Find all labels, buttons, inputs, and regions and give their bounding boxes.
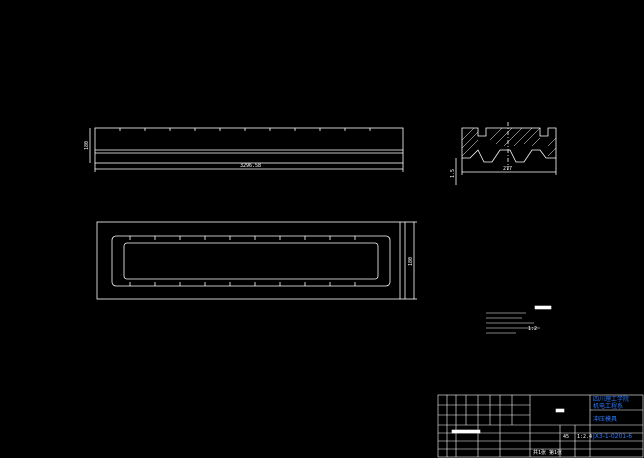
elevation-length-label: 3296.58	[240, 163, 261, 169]
elevation-outline	[94, 127, 404, 164]
plan-height-label: 180	[408, 257, 414, 266]
scale-value: 1:2.4	[577, 434, 592, 440]
plan-view	[96, 221, 417, 300]
notes-heading-bar	[534, 305, 552, 310]
plan-outer	[96, 221, 406, 300]
section-outline	[461, 127, 557, 163]
sheet-info: 共1张 第1张	[533, 449, 562, 456]
elevation-view	[89, 127, 404, 172]
notes-ratio: 1:2	[528, 326, 537, 332]
section-height-label: 1.5	[450, 169, 456, 178]
plan-ticks	[129, 236, 356, 286]
section-hatching	[461, 127, 557, 157]
elevation-ticks	[119, 128, 371, 131]
title-block-frame	[437, 394, 644, 458]
drawing-number: JX3-1-0201-6	[592, 433, 632, 440]
school-name-line-2: 机电工程系	[593, 402, 623, 410]
technical-notes	[486, 305, 552, 334]
title-block	[437, 394, 644, 458]
section-view	[455, 122, 557, 185]
material-value: 45	[563, 434, 569, 440]
school-name-line-1: 四川理工学院	[593, 395, 629, 403]
plan-inner-2	[123, 242, 379, 280]
elevation-height-label: 180	[84, 141, 90, 150]
drawing-title: 冲压模具	[593, 415, 617, 423]
title-block-mark	[555, 408, 565, 413]
title-block-namebar	[451, 429, 481, 434]
section-width-label: 277	[503, 166, 512, 172]
plan-inner-1	[111, 235, 391, 287]
